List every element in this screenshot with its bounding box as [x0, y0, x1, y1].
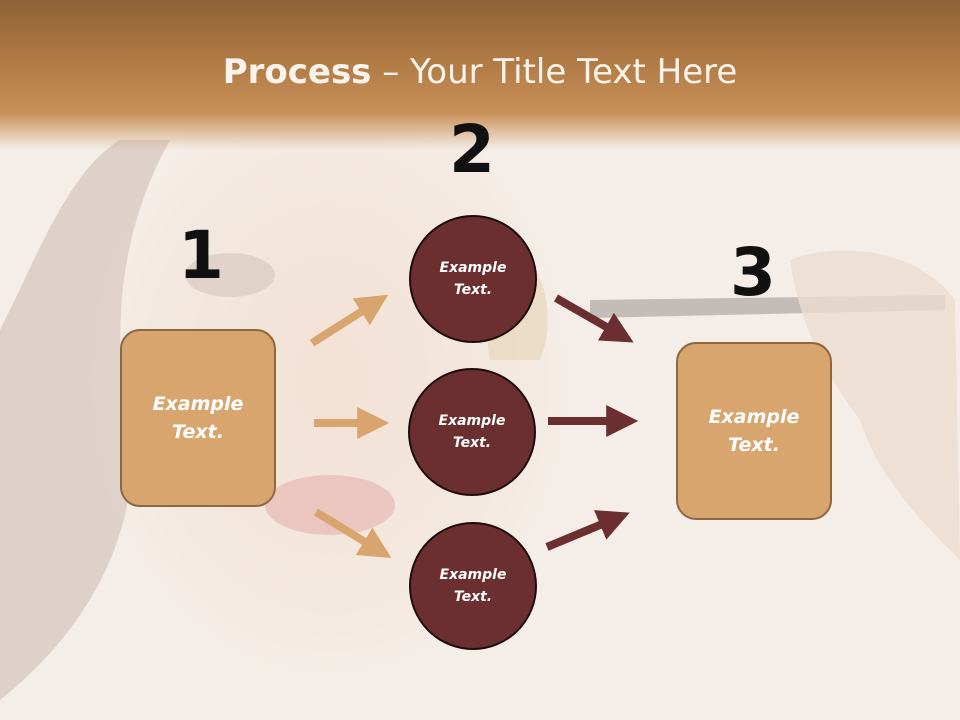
step-1-label: Example Text. — [152, 392, 244, 444]
arrow-2c-to-3 — [545, 510, 630, 551]
step-2-label-bottom: Example Text. — [439, 566, 507, 605]
title-bar — [0, 0, 960, 150]
step-2-circle-middle[interactable]: Example Text. — [408, 368, 536, 496]
step-2-circle-bottom[interactable]: Example Text. — [409, 522, 537, 650]
step-2-label-top: Example Text. — [439, 259, 507, 298]
step-3-box[interactable]: Example Text. — [676, 342, 832, 520]
step-2-label-middle: Example Text. — [438, 412, 506, 451]
step-number-3: 3 — [730, 234, 776, 311]
title-rest: – Your Title Text Here — [371, 52, 738, 92]
step-number-2: 2 — [449, 111, 495, 188]
step-2-circle-top[interactable]: Example Text. — [409, 215, 537, 343]
step-1-box[interactable]: Example Text. — [120, 329, 276, 507]
arrow-1-to-2c — [313, 508, 392, 559]
step-3-label: Example Text. — [708, 405, 800, 457]
slide-title: Process – Your Title Text Here — [0, 52, 960, 92]
title-bold: Process — [222, 52, 372, 92]
arrow-1-to-2a — [309, 294, 389, 347]
step-number-1: 1 — [178, 217, 224, 294]
arrow-2a-to-3 — [554, 294, 634, 343]
